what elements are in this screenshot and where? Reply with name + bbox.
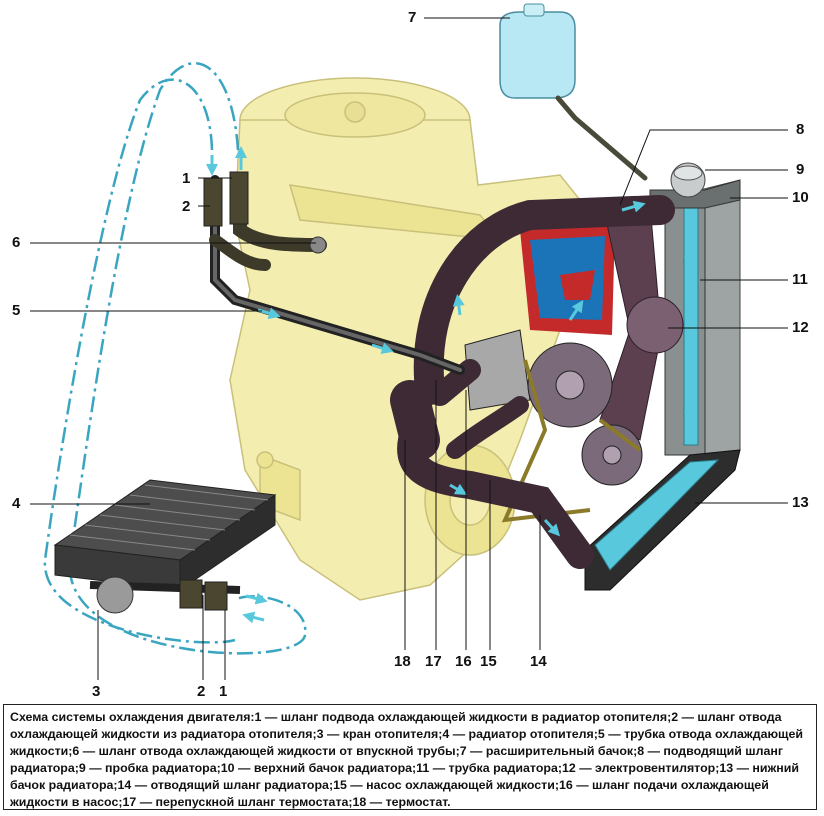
electric-fan <box>599 204 684 441</box>
callout-14: 14 <box>530 653 547 670</box>
callout-15: 15 <box>480 653 497 670</box>
radiator <box>584 162 741 591</box>
callout-2-bottom: 2 <box>197 683 206 700</box>
callout-13: 13 <box>792 494 809 511</box>
callout-16: 16 <box>455 653 472 670</box>
heater-radiator <box>53 479 277 614</box>
cooling-system-diagram <box>30 3 788 680</box>
callout-11: 11 <box>792 271 808 288</box>
callout-2-top: 2 <box>182 198 191 215</box>
callout-4: 4 <box>12 495 21 512</box>
callout-1-bottom: 1 <box>219 683 228 700</box>
callout-1-top: 1 <box>182 170 191 187</box>
callout-18: 18 <box>394 653 411 670</box>
thermostat-cutaway <box>520 225 615 335</box>
callout-12: 12 <box>792 319 809 336</box>
callout-9: 9 <box>796 161 805 178</box>
flow-arrow-icon <box>206 146 696 624</box>
figure-caption: Схема системы охлаждения двигателя:1 — ш… <box>3 704 817 810</box>
leader-lines <box>30 17 788 680</box>
callout-8: 8 <box>796 121 805 138</box>
callout-6: 6 <box>12 234 21 251</box>
callout-5: 5 <box>12 302 21 319</box>
callout-7: 7 <box>408 9 417 26</box>
expansion-tank <box>499 3 648 181</box>
pump-and-pulleys <box>464 329 643 523</box>
callout-10: 10 <box>792 189 809 206</box>
dashed-flow-lines <box>43 61 307 655</box>
callout-3: 3 <box>92 683 101 700</box>
callout-17: 17 <box>425 653 442 670</box>
